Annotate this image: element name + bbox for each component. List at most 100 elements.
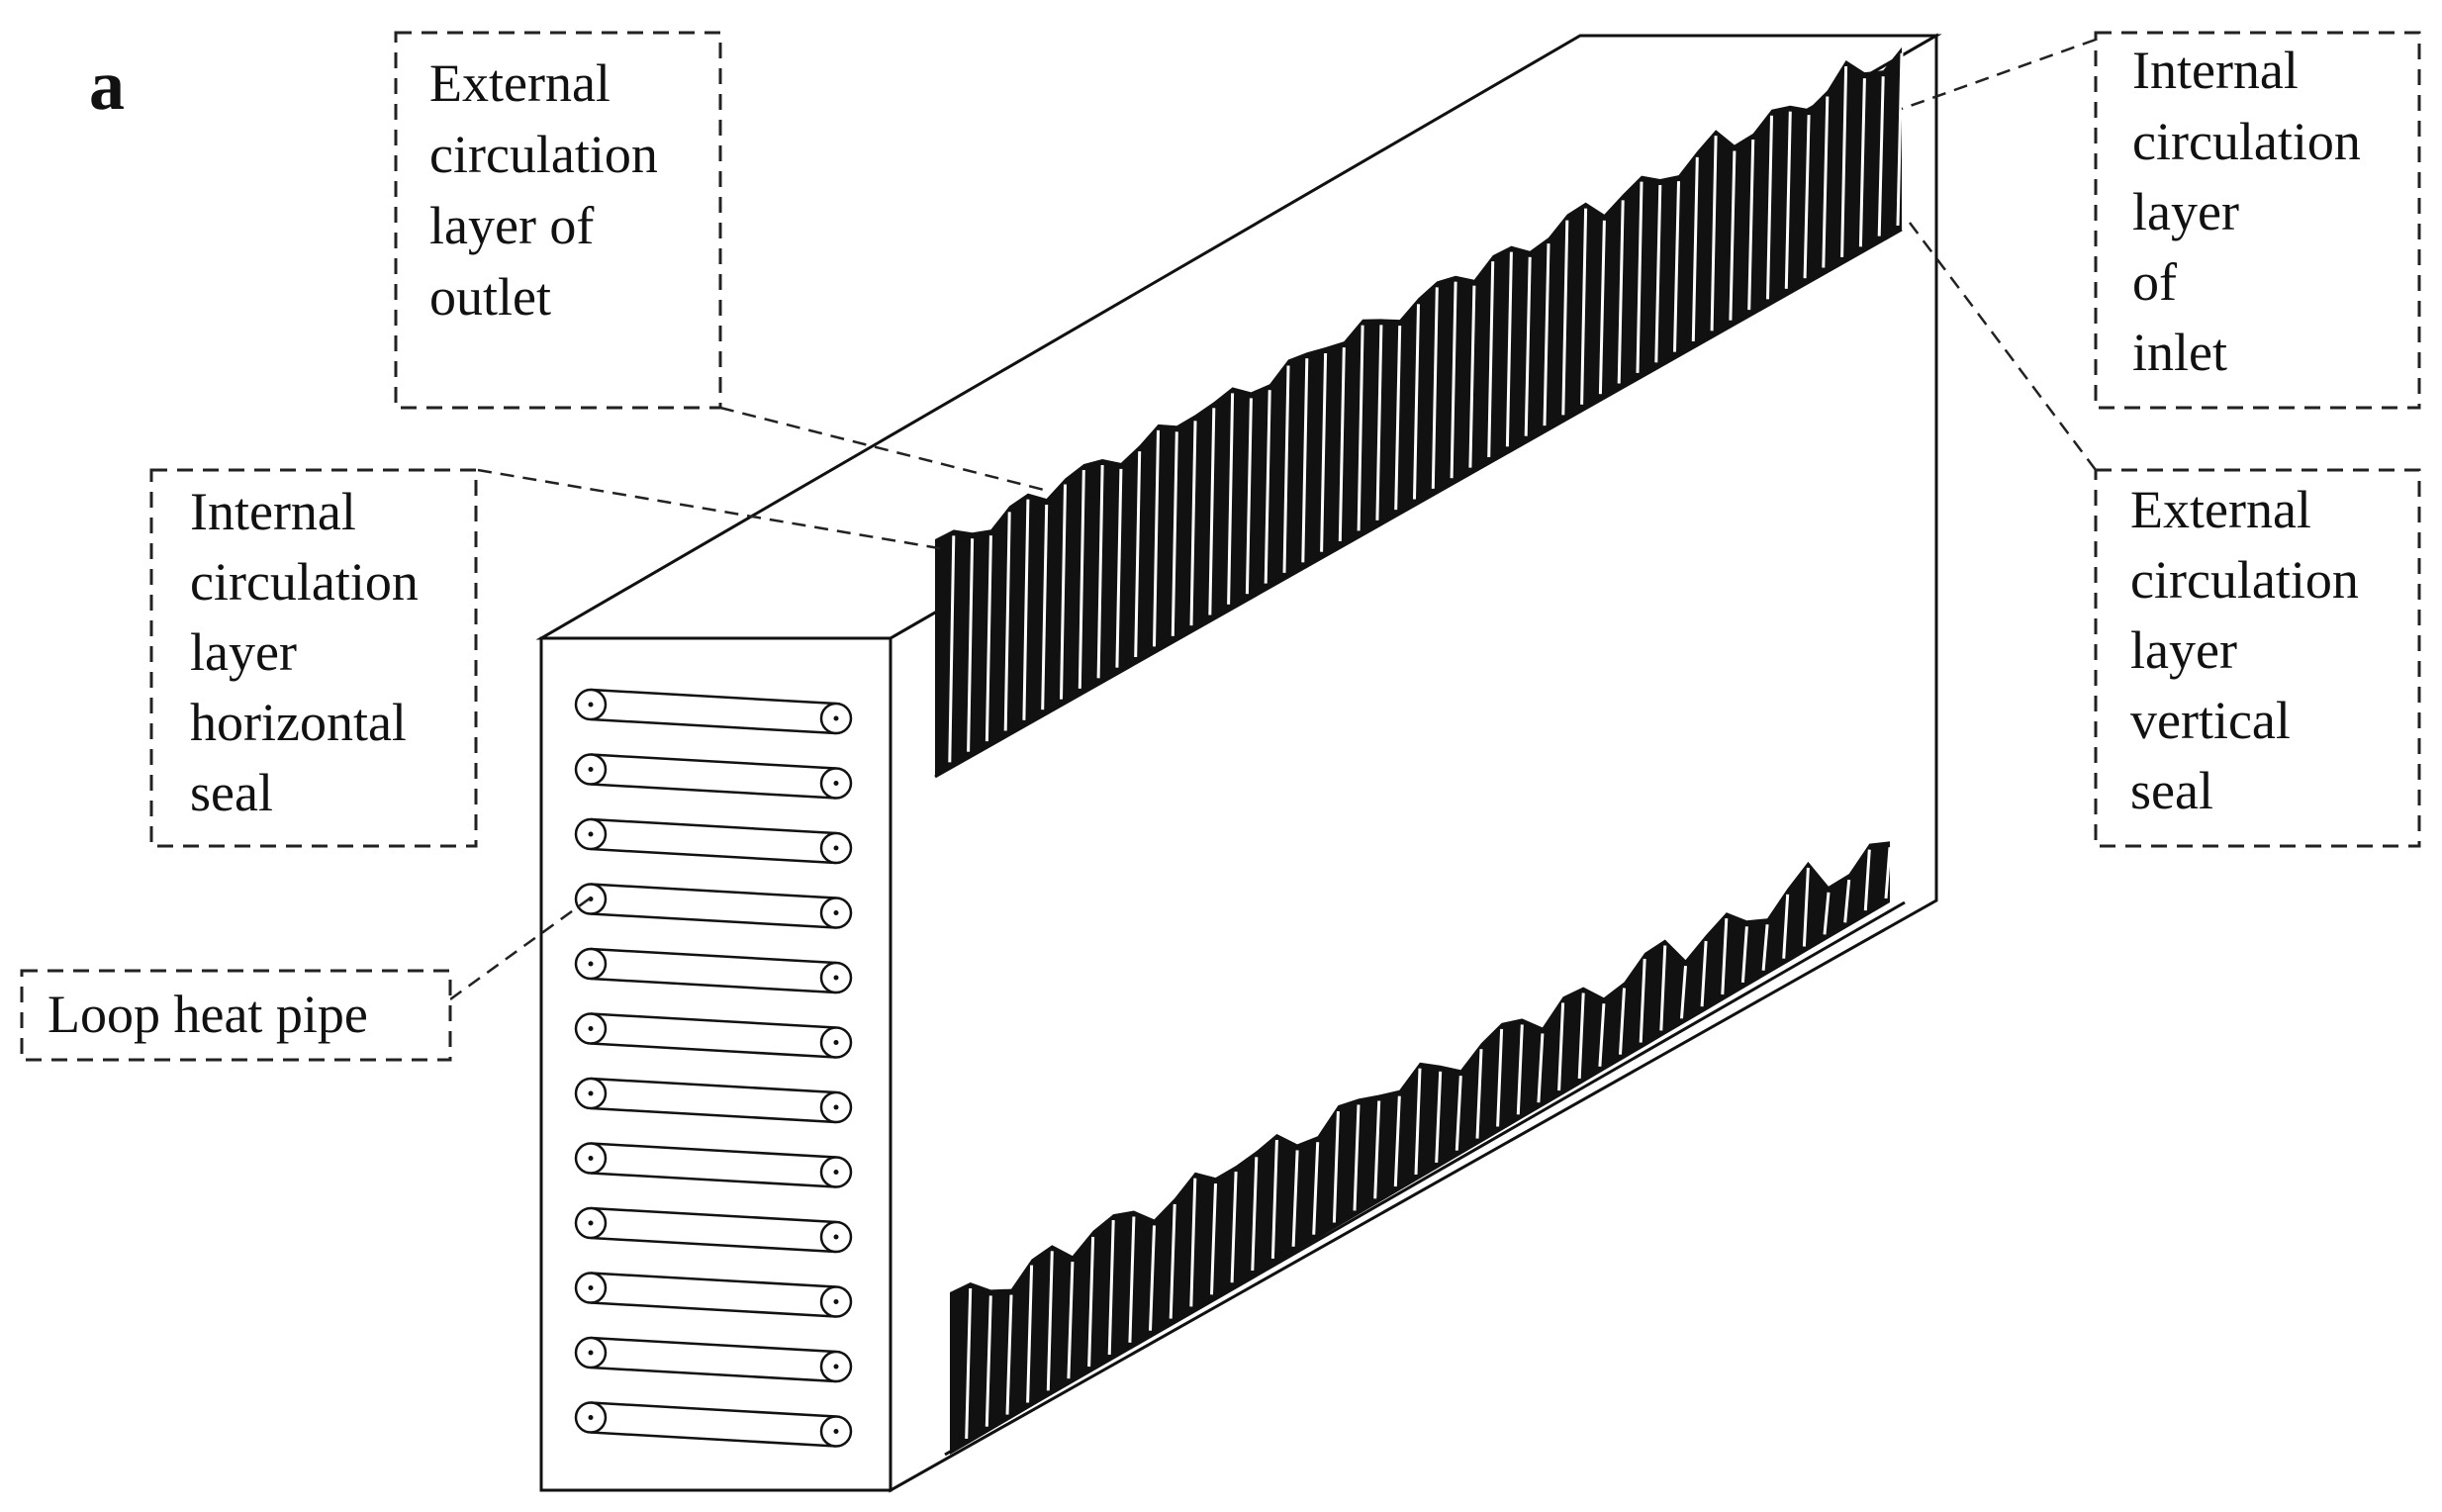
fin-separator bbox=[1729, 150, 1737, 321]
fin-separator bbox=[1060, 484, 1067, 700]
pipe-end-dot bbox=[588, 702, 594, 708]
leader-lines bbox=[449, 38, 2097, 1001]
fin-separator bbox=[1858, 78, 1866, 247]
fin-separator bbox=[1353, 1104, 1361, 1211]
fin-base-edge bbox=[934, 228, 1903, 779]
fin-separator bbox=[1078, 469, 1085, 689]
fin-separator bbox=[1291, 1150, 1299, 1247]
pipe-end-dot bbox=[588, 1090, 594, 1096]
fin-separator bbox=[1700, 940, 1708, 1007]
fin-separator bbox=[1022, 499, 1030, 720]
fin-separator bbox=[1332, 1111, 1340, 1223]
pipe-edge bbox=[590, 883, 837, 899]
fin-separator bbox=[1282, 365, 1290, 573]
fin-separator bbox=[1619, 988, 1626, 1055]
fin-separator bbox=[1598, 220, 1606, 395]
fin-separator bbox=[1496, 1028, 1504, 1127]
callout-line: External bbox=[429, 53, 610, 113]
pipe-end-dot bbox=[588, 1156, 594, 1161]
callout-line: layer bbox=[190, 622, 297, 682]
fin-separator bbox=[1840, 65, 1848, 257]
fin-separator bbox=[1822, 96, 1830, 268]
fin-separator bbox=[985, 535, 992, 742]
leader-external-outlet bbox=[719, 406, 1045, 492]
lower-fin-cutaway bbox=[944, 841, 1906, 1457]
pipe-edge bbox=[590, 1012, 837, 1029]
pipe-end-dot bbox=[833, 1234, 839, 1240]
fin-separator bbox=[1561, 220, 1569, 416]
pipe-edge bbox=[590, 717, 837, 735]
pipe-edge bbox=[590, 1042, 837, 1059]
fin-separator bbox=[1357, 325, 1364, 531]
fin-separator bbox=[1761, 924, 1769, 971]
loop-heat-pipe bbox=[574, 817, 853, 865]
fin-separator bbox=[1413, 304, 1420, 500]
pipe-edge bbox=[590, 1366, 837, 1383]
fin-separator bbox=[1005, 1294, 1013, 1415]
fin-band bbox=[950, 841, 1890, 1455]
pipe-end-dot bbox=[833, 1170, 839, 1175]
fin-separator bbox=[1189, 421, 1197, 626]
pipe-end-dot bbox=[588, 767, 594, 772]
fin-separator bbox=[1227, 393, 1235, 605]
fin-separator bbox=[1455, 1076, 1462, 1151]
pipe-edge bbox=[590, 1206, 837, 1224]
fin-separator bbox=[1169, 1203, 1176, 1319]
pipe-edge bbox=[590, 977, 837, 994]
fin-separator bbox=[1041, 504, 1049, 710]
fin-separator bbox=[1208, 408, 1216, 615]
fin-separator bbox=[1680, 965, 1687, 1019]
fin-separator bbox=[1784, 111, 1792, 289]
fin-separator bbox=[1393, 1095, 1401, 1187]
fin-separator bbox=[1636, 181, 1644, 373]
fin-separator bbox=[1026, 1265, 1034, 1403]
fin-separator bbox=[1210, 1183, 1217, 1295]
fin-separator bbox=[1580, 208, 1588, 405]
fin-separator bbox=[948, 535, 956, 763]
fin-separator bbox=[1487, 261, 1495, 458]
loop-heat-pipe bbox=[574, 753, 853, 800]
fin-separator bbox=[1598, 1003, 1606, 1067]
loop-heat-pipe-array bbox=[574, 688, 853, 1448]
pipe-end-dot bbox=[833, 975, 839, 981]
fin-separator bbox=[1673, 181, 1680, 352]
callout-line: layer of bbox=[429, 196, 594, 255]
loop-heat-pipe bbox=[574, 1077, 853, 1124]
pipe-end-dot bbox=[588, 961, 594, 967]
fin-separator bbox=[1230, 1172, 1238, 1283]
pipe-edge bbox=[590, 912, 837, 929]
callout-internal-horizontal-seal: Internal circulation layer horizontal se… bbox=[149, 468, 478, 848]
fin-separator bbox=[1264, 390, 1271, 584]
fin-separator bbox=[1802, 867, 1810, 947]
callout-line: circulation bbox=[429, 125, 658, 184]
pipe-edge bbox=[590, 947, 837, 965]
pipe-end-dot bbox=[833, 781, 839, 786]
loop-heat-pipe bbox=[574, 947, 853, 994]
pipe-edge bbox=[590, 1336, 837, 1354]
callout-loop-heat-pipe: Loop heat pipe bbox=[20, 969, 452, 1062]
pipe-end-dot bbox=[833, 715, 839, 721]
loop-heat-pipe bbox=[574, 1142, 853, 1188]
fin-separator bbox=[1710, 136, 1718, 331]
fin-separator bbox=[1468, 285, 1476, 468]
loop-heat-pipe bbox=[574, 1272, 853, 1318]
fin-separator bbox=[1766, 115, 1773, 300]
pipe-edge bbox=[590, 753, 837, 770]
callout-line: layer bbox=[2132, 182, 2239, 241]
callout-line: Internal bbox=[2132, 41, 2299, 100]
fin-separator bbox=[1450, 281, 1457, 479]
pipe-edge bbox=[590, 1172, 837, 1188]
callout-line: outlet bbox=[429, 267, 551, 327]
fin-separator bbox=[1171, 431, 1178, 636]
callout-line: Loop heat pipe bbox=[47, 985, 368, 1044]
callout-line: horizontal bbox=[190, 693, 407, 752]
fin-separator bbox=[1251, 1157, 1259, 1272]
callout-external-vertical-seal: External circulation layer vertical seal bbox=[2094, 468, 2421, 848]
fin-separator bbox=[1373, 1100, 1381, 1199]
pipe-edge bbox=[590, 1142, 837, 1159]
upper-fin-cutaway bbox=[934, 47, 1904, 779]
fin-separator bbox=[1414, 1068, 1422, 1176]
callout-line: vertical bbox=[2130, 691, 2291, 750]
fin-separator bbox=[1823, 892, 1831, 935]
